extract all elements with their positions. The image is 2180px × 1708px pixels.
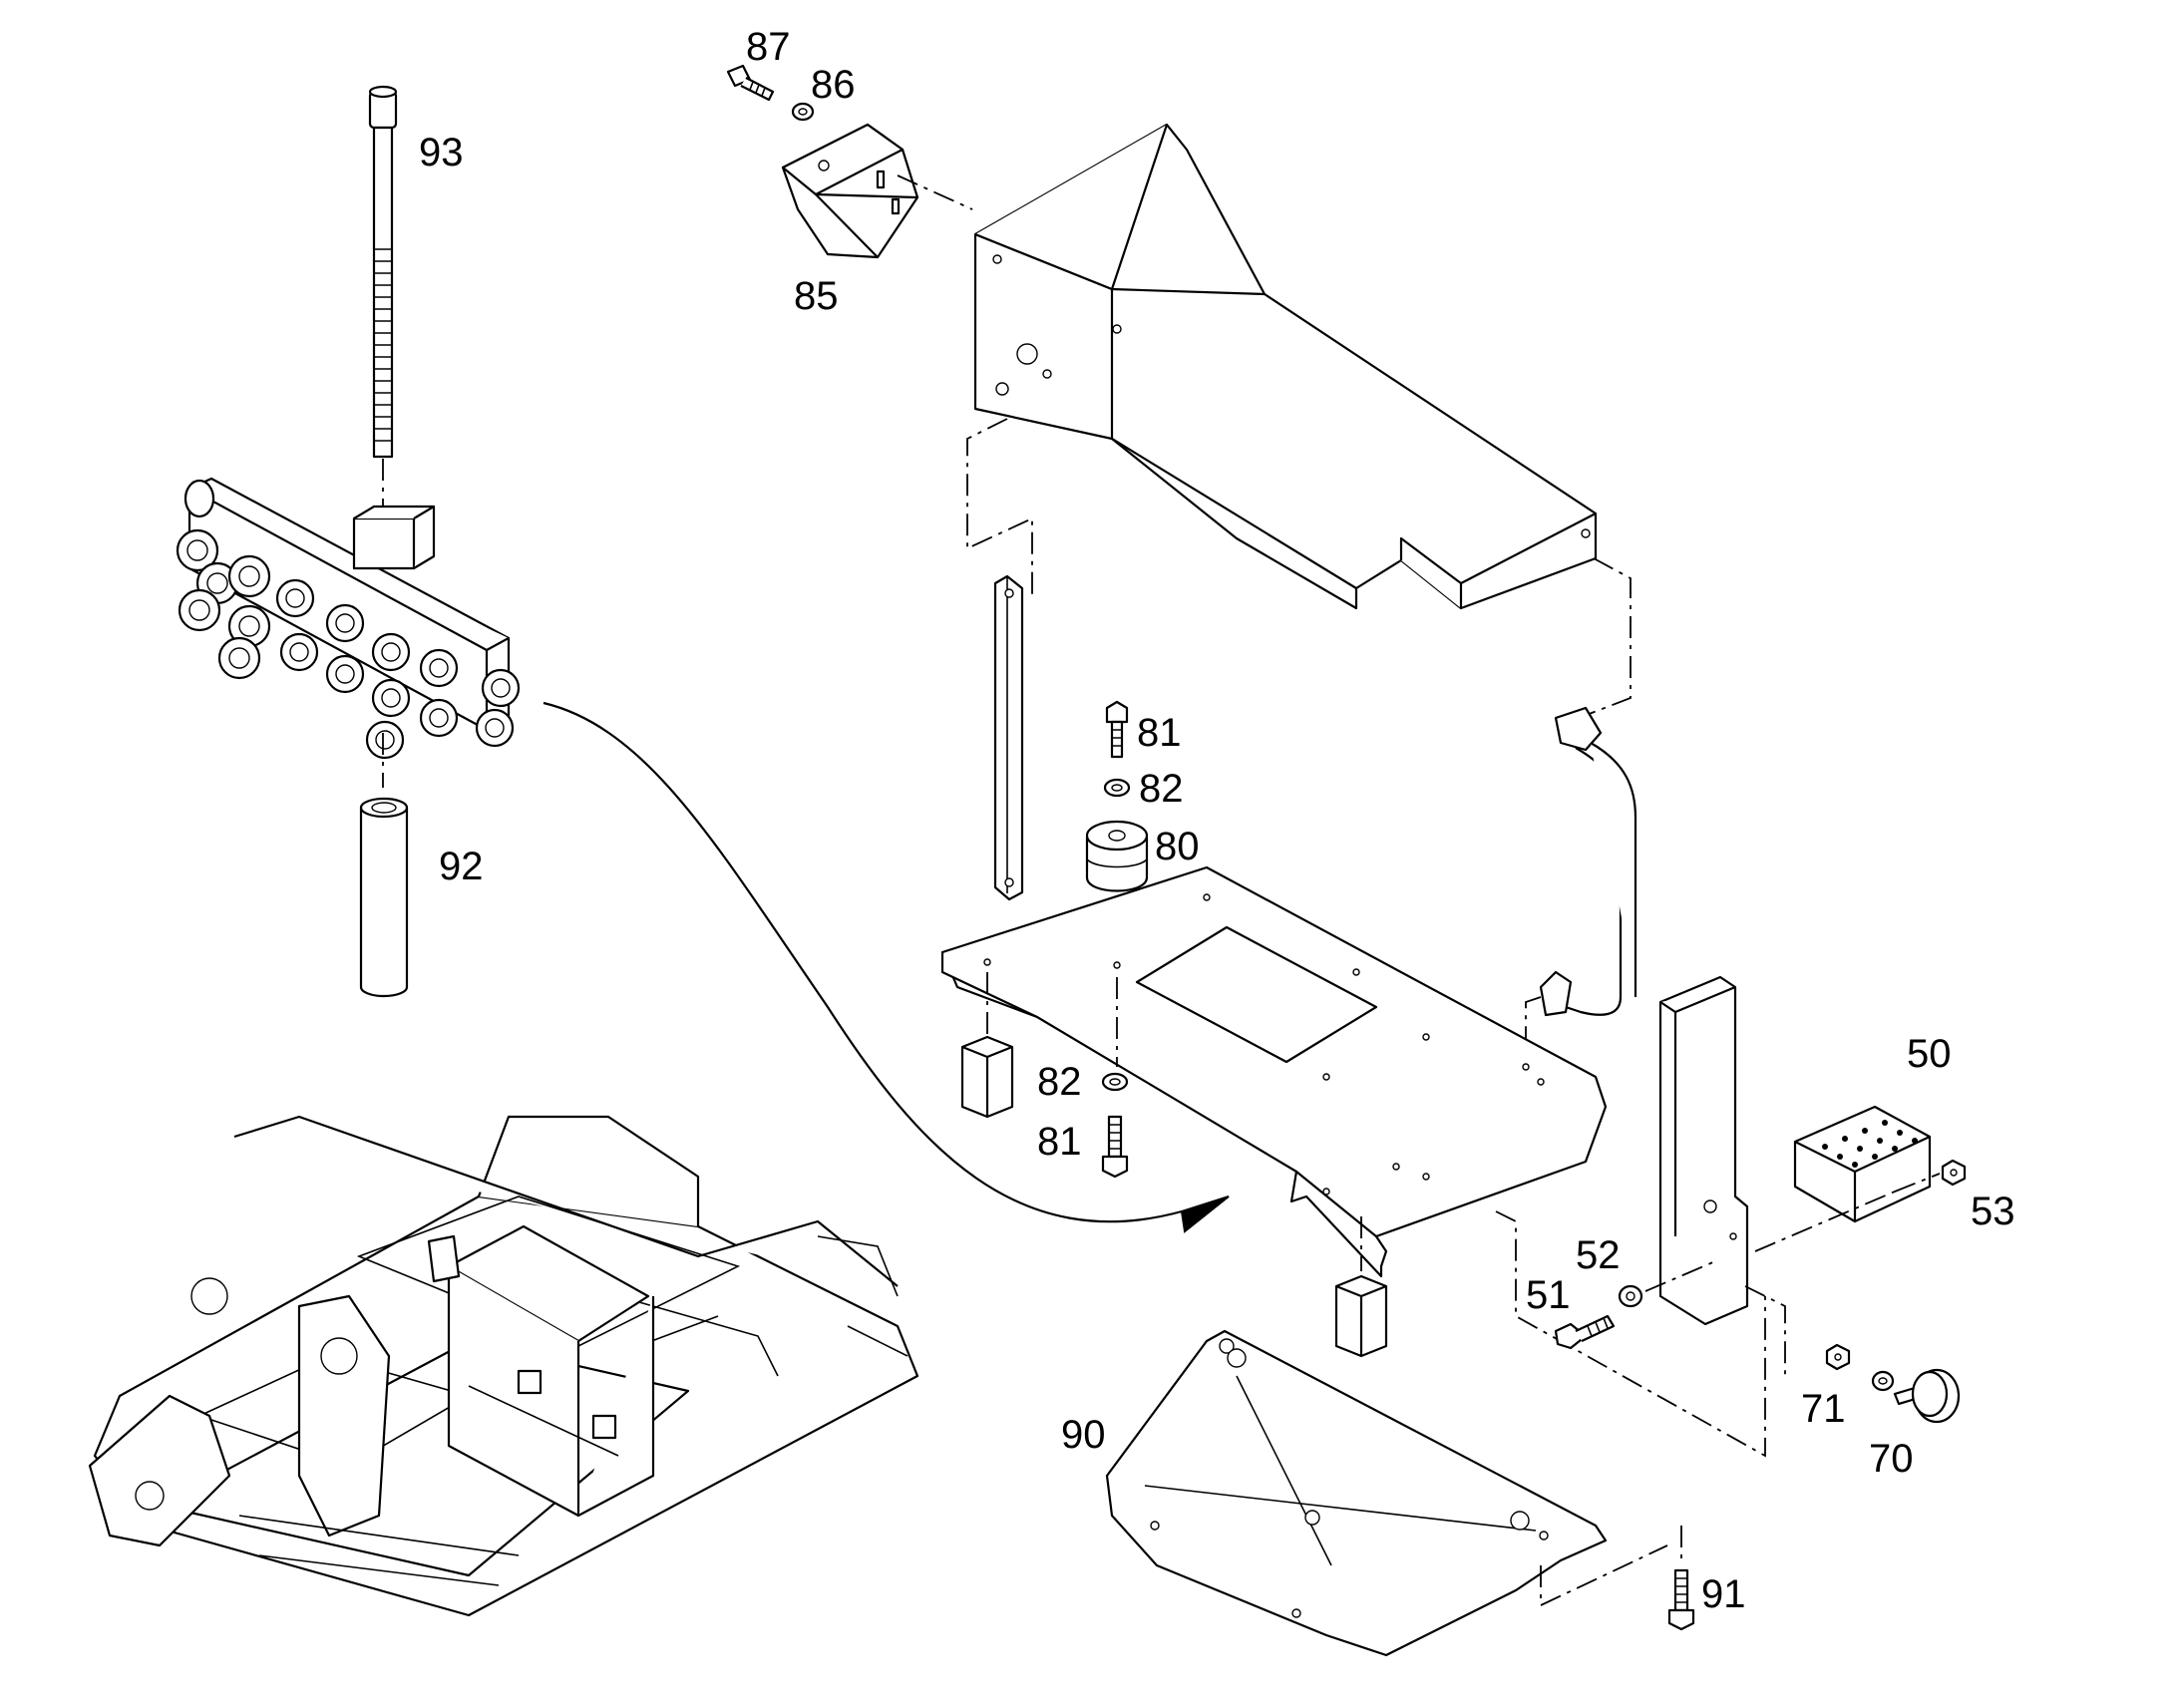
callout-91: 91 [1701,1572,1746,1616]
nut-53 [1941,1159,1967,1187]
washer-82-lower [1101,1072,1129,1092]
axis-line-50 [1754,1191,1896,1252]
bolt-51 [1554,1314,1616,1350]
bolt-81-lower [1101,1115,1129,1179]
rubber-mount-left [960,1035,1014,1119]
manifold-fittings [176,528,521,760]
callout-82-lower: 82 [1037,1060,1082,1104]
bracket-left [993,574,1024,901]
axis-line-90 [1540,1544,1668,1607]
callout-50: 50 [1907,1032,1952,1076]
axis-line-seatbox-left [966,418,1033,598]
washer-86 [791,102,815,122]
axis-line-side-bracket [1744,1285,1786,1376]
washer-52 [1618,1284,1643,1308]
machine-frame-overview [88,1115,919,1617]
handle-bracket [1539,706,1637,1017]
callout-90: 90 [1061,1413,1106,1457]
assembly-arrow [543,701,1230,1233]
washer-82-upper [1103,778,1131,798]
axis-line-85 [897,174,973,210]
axis-line-53 [1894,1173,1941,1193]
spacer-tube-92 [359,797,409,998]
callout-92: 92 [439,845,484,888]
cover-85 [781,123,919,259]
callout-52: 52 [1576,1233,1621,1277]
bolt-91 [1667,1568,1695,1631]
axis-line-seatbox-right [1565,557,1632,724]
axis-line-52 [1644,1260,1716,1292]
manifold-block [176,477,521,760]
step-50 [1793,1105,1932,1223]
callout-71: 71 [1801,1387,1846,1431]
rubber-mount-right [1334,1274,1388,1358]
callout-82-upper: 82 [1139,767,1184,811]
base-plate [940,865,1608,1278]
callout-81-upper: 81 [1137,711,1182,755]
nut-71 [1825,1343,1851,1371]
seat-box [973,123,1598,610]
callout-87: 87 [746,25,791,69]
callout-85: 85 [794,274,839,318]
axis-line-plate-corner [1495,1210,1766,1458]
step-holes [1822,1120,1918,1168]
callout-53: 53 [1971,1190,2015,1233]
washer-70-small [1871,1370,1895,1392]
callout-51: 51 [1526,1273,1571,1317]
overview-seat-box [427,1224,655,1518]
floor-mat-90 [1105,1329,1608,1657]
knob-70 [1893,1368,1961,1424]
bolt-81-upper [1105,700,1129,759]
side-bracket [1658,975,1749,1326]
bolt-87 [726,64,775,102]
bolt-93 [368,85,398,459]
callout-80: 80 [1155,825,1200,868]
callout-86: 86 [811,63,856,107]
callout-93: 93 [419,131,464,174]
callout-70: 70 [1869,1437,1914,1481]
mount-80 [1085,820,1149,892]
callout-81-lower: 81 [1037,1120,1082,1164]
